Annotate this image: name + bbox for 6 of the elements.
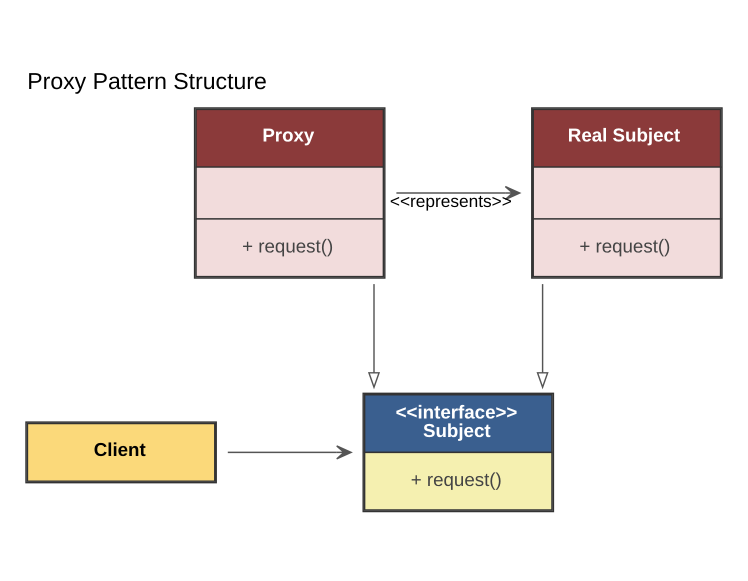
edge-label: <<represents>> <box>390 190 512 210</box>
diagram-title: Proxy Pattern Structure <box>27 67 267 94</box>
arrow <box>396 185 520 200</box>
arrow <box>368 284 380 389</box>
arrow <box>228 444 352 460</box>
arrow <box>536 284 549 389</box>
